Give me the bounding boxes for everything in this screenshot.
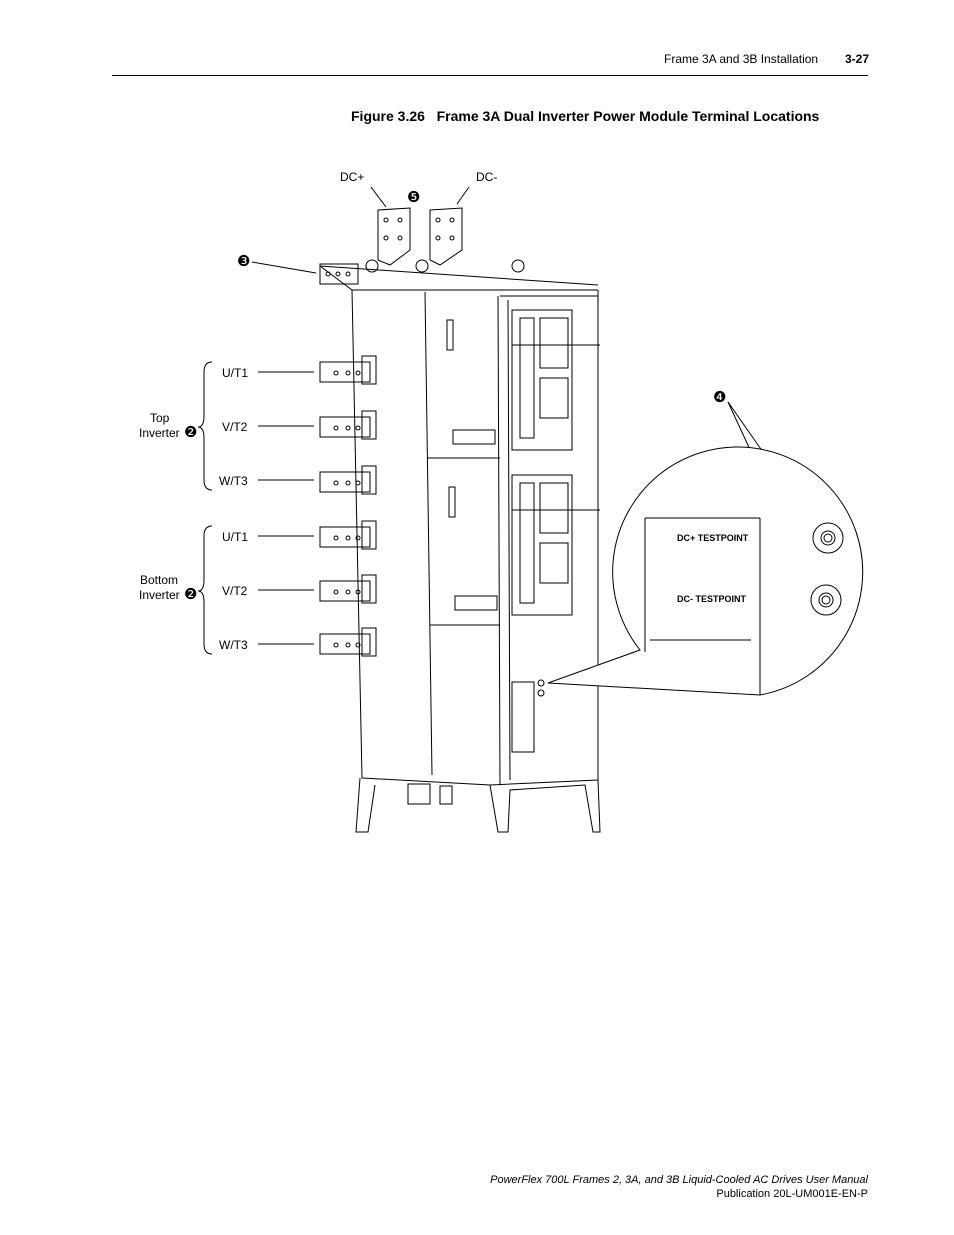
dc-minus-testpoint-label: DC- TESTPOINT xyxy=(677,594,747,604)
top-u-label: U/T1 xyxy=(222,366,248,380)
bottom-inverter-label: Bottom xyxy=(140,573,178,587)
dc-minus-testpoint xyxy=(810,584,842,616)
bottom-inverter-u-terminal xyxy=(319,520,377,550)
lifting-eye-center xyxy=(415,259,429,273)
top-v-label: V/T2 xyxy=(222,420,248,434)
callout-4: ❹ xyxy=(713,389,726,406)
running-header-section: Frame 3A and 3B Installation xyxy=(664,52,819,66)
dc-minus-bus-bar xyxy=(429,207,463,266)
callout-2-top: ❷ xyxy=(184,424,197,441)
testpoint-detail-bubble xyxy=(547,446,864,696)
callout-2-bottom: ❷ xyxy=(184,586,197,603)
top-inverter-label-2: Inverter xyxy=(139,426,180,440)
page-number: 3-27 xyxy=(845,52,870,66)
callout-5: ❺ xyxy=(407,189,420,206)
power-module-cabinet xyxy=(319,265,601,833)
lifting-eye-right xyxy=(511,259,525,273)
top-inverter-v-terminal xyxy=(319,410,377,440)
dc-plus-leader xyxy=(370,186,387,208)
bottom-inverter-label-2: Inverter xyxy=(139,588,180,602)
bottom-inverter-w-terminal xyxy=(319,627,377,657)
top-terminal-block xyxy=(319,263,359,285)
lifting-eye-left xyxy=(365,259,379,273)
top-w-label: W/T3 xyxy=(219,474,248,488)
callout-3: ❸ xyxy=(237,253,250,270)
dc-plus-testpoint xyxy=(812,522,844,554)
bottom-w-label: W/T3 xyxy=(219,638,248,652)
top-inverter-u-terminal xyxy=(319,355,377,385)
bottom-u-label: U/T1 xyxy=(222,530,248,544)
header-rule xyxy=(112,75,868,76)
footer-manual-title: PowerFlex 700L Frames 2, 3A, and 3B Liqu… xyxy=(490,1174,868,1186)
bottom-inverter-brace xyxy=(197,525,213,655)
inverter-control-board-bottom xyxy=(511,474,600,616)
top-inverter-brace xyxy=(197,361,213,491)
bottom-inverter-v-terminal xyxy=(319,574,377,604)
top-inverter-w-terminal xyxy=(319,465,377,495)
dc-plus-testpoint-label: DC+ TESTPOINT xyxy=(677,533,749,543)
dc-minus-leader xyxy=(456,186,470,205)
figure-title: Figure 3.26 Frame 3A Dual Inverter Power… xyxy=(351,108,820,124)
inverter-control-board-top xyxy=(511,309,600,451)
bottom-v-label: V/T2 xyxy=(222,584,248,598)
top-inverter-label: Top xyxy=(150,411,170,425)
footer-publication: Publication 20L-UM001E-EN-P xyxy=(716,1188,868,1200)
callout-3-leader xyxy=(251,261,317,274)
dc-minus-label: DC- xyxy=(476,170,497,184)
dc-plus-label: DC+ xyxy=(340,170,364,184)
dc-plus-bus-bar xyxy=(377,207,411,266)
